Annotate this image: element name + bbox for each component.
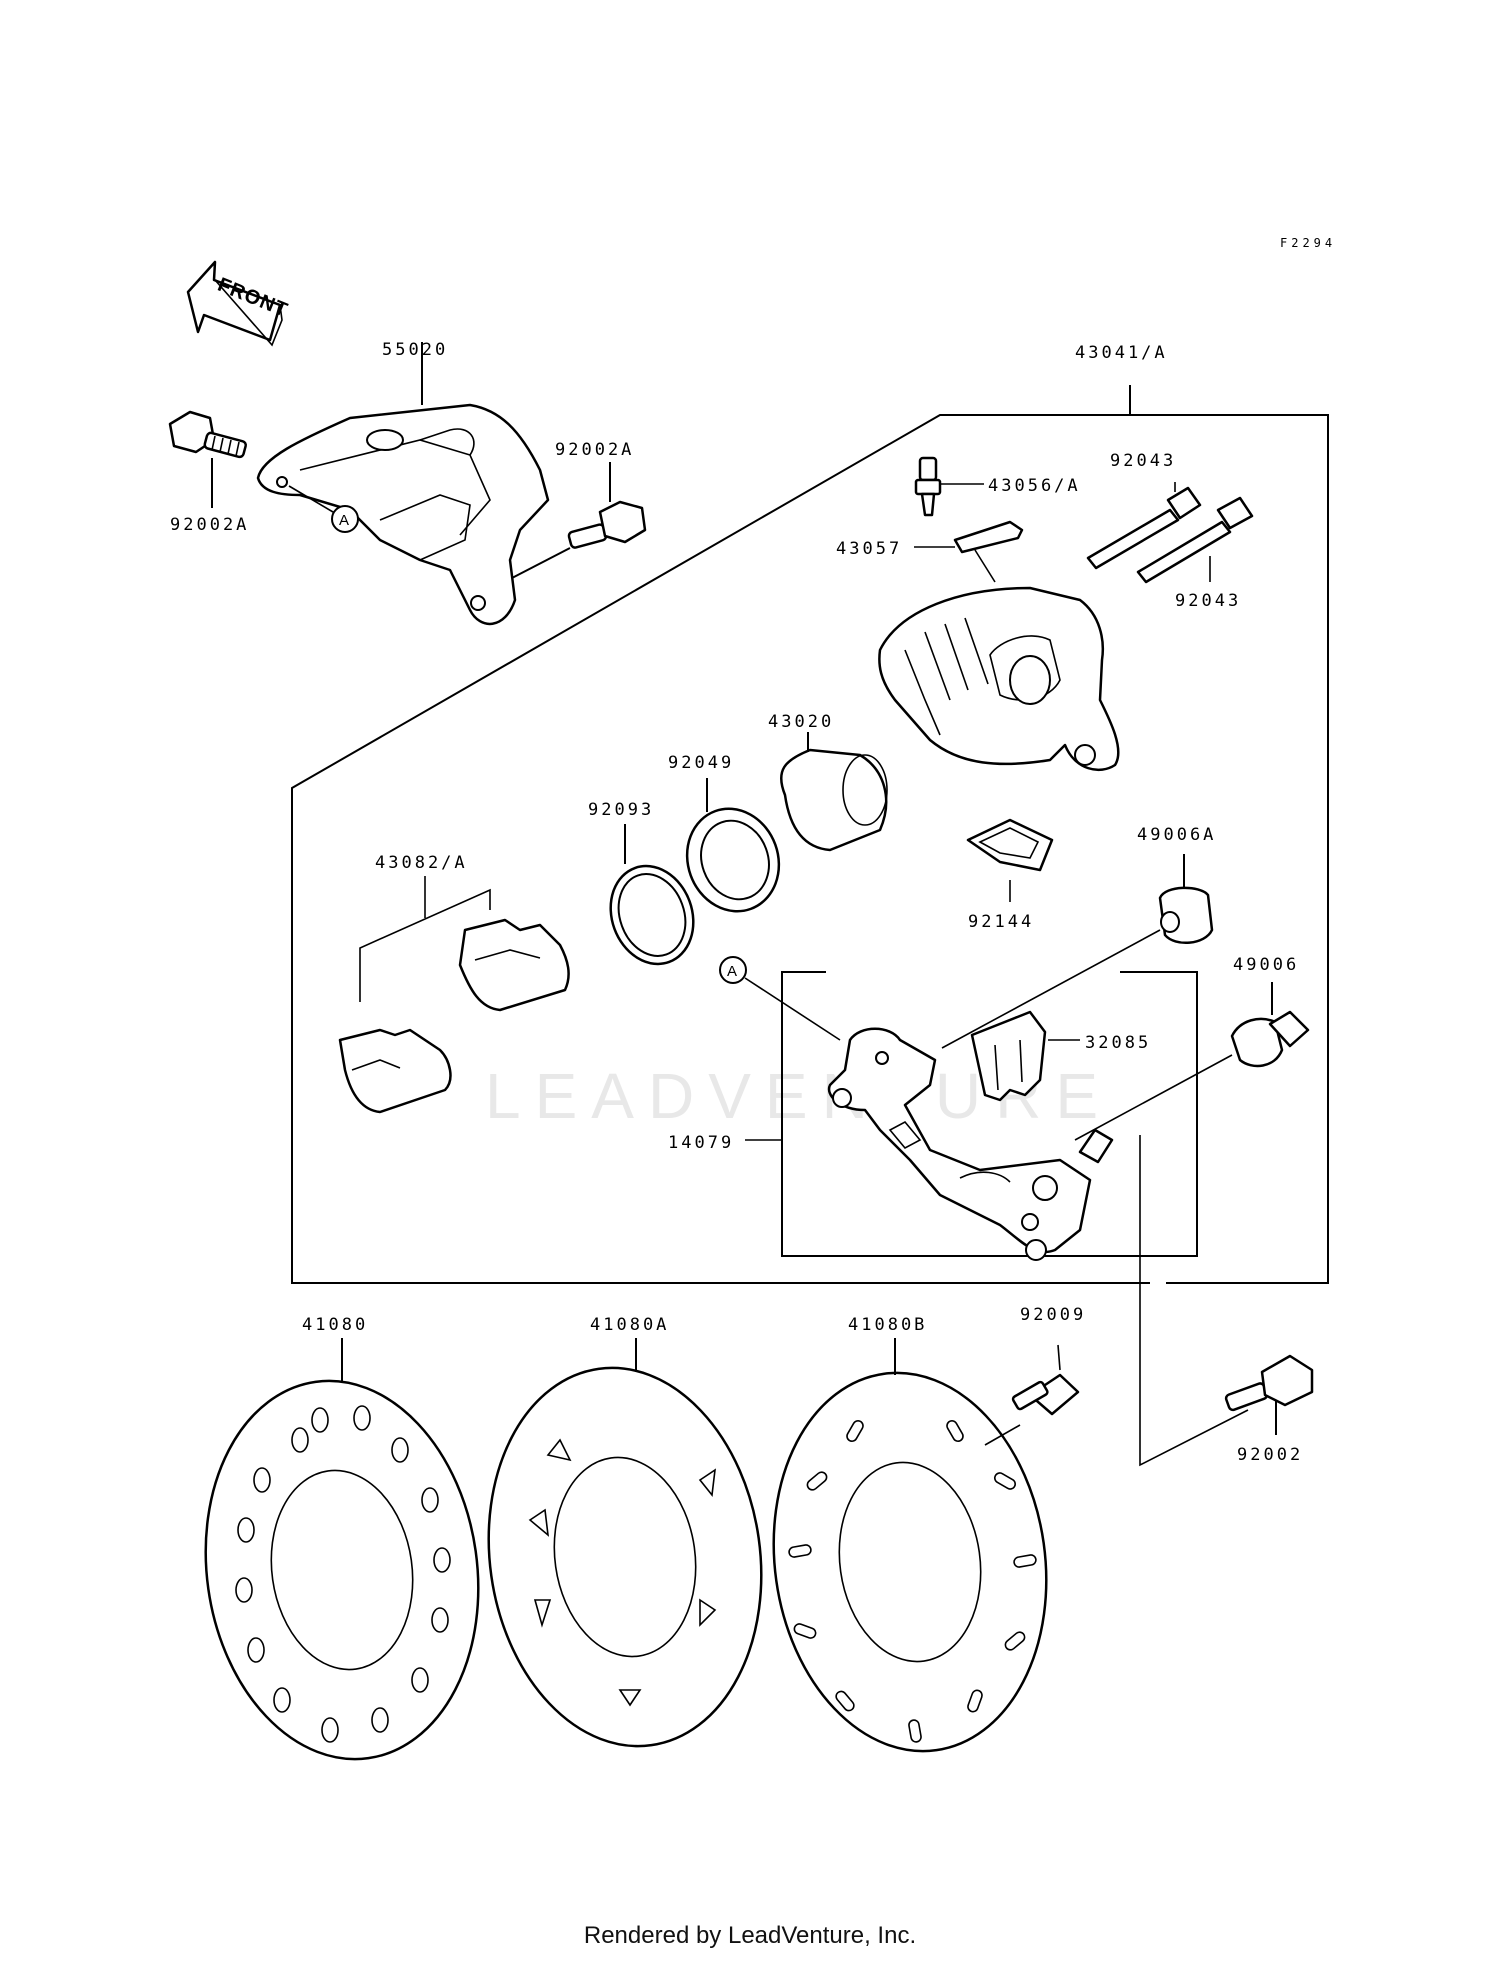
bleeder-cap-43057 bbox=[914, 520, 1024, 583]
bolt-92002a-right bbox=[511, 462, 647, 579]
label-41080b: 41080B bbox=[848, 1315, 927, 1335]
bracket-bolt-92002 bbox=[1224, 1354, 1314, 1435]
label-49006: 49006 bbox=[1233, 955, 1299, 975]
front-arrow-icon: FRONT bbox=[186, 260, 291, 347]
piston-seal-92093 bbox=[609, 824, 695, 966]
label-92002a-right: 92002A bbox=[555, 440, 634, 460]
brake-disc-41080 bbox=[204, 1338, 480, 1761]
svg-text:A: A bbox=[339, 512, 349, 529]
boot-49006a bbox=[941, 854, 1214, 1049]
footer-credit: Rendered by LeadVenture, Inc. bbox=[583, 1922, 917, 1949]
label-92002a-left: 92002A bbox=[170, 515, 249, 535]
caliper-guard-55020 bbox=[256, 342, 550, 626]
brake-disc-41080a bbox=[487, 1338, 763, 1748]
bleeder-valve-43056a bbox=[914, 456, 984, 517]
caliper-body bbox=[878, 586, 1120, 772]
label-43041a: 43041/A bbox=[1075, 343, 1168, 363]
brake-disc-41080b bbox=[772, 1338, 1048, 1753]
caliper-assembly-frame bbox=[291, 385, 1329, 1284]
label-14079: 14079 bbox=[668, 1133, 734, 1153]
pad-plate-32085 bbox=[970, 1010, 1080, 1102]
caliper-bracket-14079 bbox=[745, 1027, 1114, 1261]
pad-spring-92144 bbox=[966, 818, 1054, 902]
label-92043-top: 92043 bbox=[1110, 451, 1176, 471]
label-41080: 41080 bbox=[302, 1315, 368, 1335]
label-92009: 92009 bbox=[1020, 1305, 1086, 1325]
piston-43020 bbox=[779, 732, 888, 852]
boot-49006 bbox=[1074, 982, 1310, 1141]
label-43020: 43020 bbox=[768, 712, 834, 732]
dust-seal-92049 bbox=[685, 778, 781, 913]
pin-92043-top bbox=[1086, 482, 1202, 570]
label-92043-bottom: 92043 bbox=[1175, 591, 1241, 611]
bracket-bolt-leader bbox=[1139, 1135, 1249, 1467]
label-43057: 43057 bbox=[836, 539, 902, 559]
label-92049: 92049 bbox=[668, 753, 734, 773]
ref-mark-a-bottom: A bbox=[719, 956, 841, 1041]
label-92144: 92144 bbox=[968, 912, 1034, 932]
label-43056a: 43056/A bbox=[988, 476, 1081, 496]
svg-text:A: A bbox=[727, 963, 737, 980]
label-49006a: 49006A bbox=[1137, 825, 1216, 845]
label-32085: 32085 bbox=[1085, 1033, 1151, 1053]
figure-code: F2294 bbox=[1280, 236, 1336, 250]
label-55020: 55020 bbox=[382, 340, 448, 360]
bolt-92002a-left bbox=[168, 410, 247, 508]
label-43082a: 43082/A bbox=[375, 853, 468, 873]
bracket-sub-frame bbox=[781, 971, 1198, 1257]
label-92093: 92093 bbox=[588, 800, 654, 820]
disc-screw-92009 bbox=[984, 1344, 1080, 1446]
label-92002: 92002 bbox=[1237, 1445, 1303, 1465]
ref-mark-a-top: A bbox=[288, 485, 359, 533]
brake-pads-43082a bbox=[338, 876, 570, 1114]
pin-92043-bottom bbox=[1136, 496, 1254, 584]
label-41080a: 41080A bbox=[590, 1315, 669, 1335]
